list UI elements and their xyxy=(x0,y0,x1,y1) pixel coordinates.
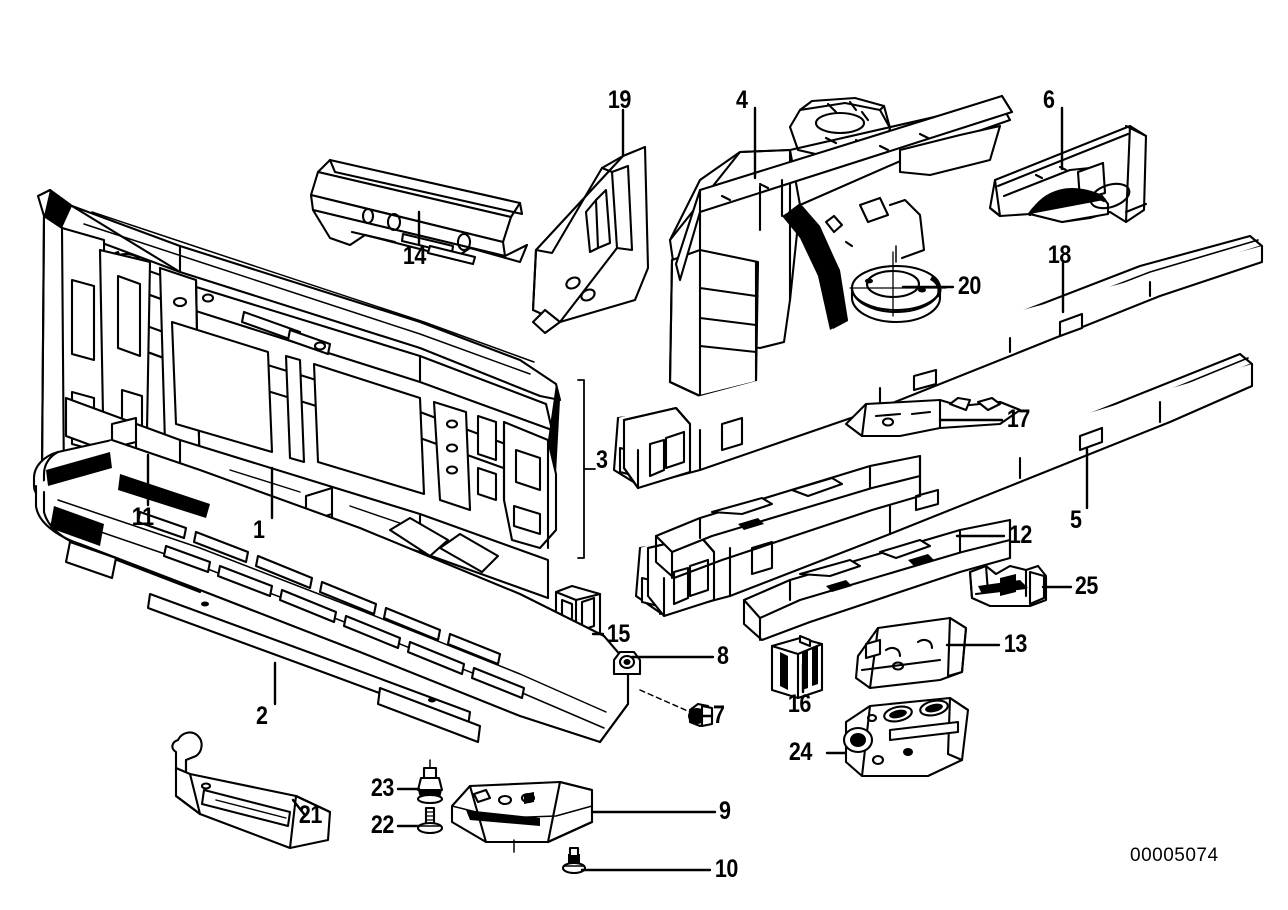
part-side-panel-bracket xyxy=(531,145,650,335)
callout-9: 9 xyxy=(718,797,731,825)
callout-24: 24 xyxy=(788,738,812,766)
part-front-panel-assembly xyxy=(36,188,562,600)
part-mounting-grommet xyxy=(612,650,642,676)
callout-10: 10 xyxy=(714,855,738,883)
callout-17: 17 xyxy=(1006,405,1030,433)
part-lower-valance-trim xyxy=(171,731,332,850)
callout-18: 18 xyxy=(1047,241,1071,269)
part-front-bumper-impact-bar xyxy=(32,438,630,744)
callout-20: 20 xyxy=(957,272,981,300)
callout-13: 13 xyxy=(1003,630,1027,658)
callout-19: 19 xyxy=(607,86,631,114)
callout-25: 25 xyxy=(1074,572,1098,600)
part-closing-plate-bracket xyxy=(854,616,968,690)
part-wheel-housing-strut-tower xyxy=(668,94,1014,398)
callout-6: 6 xyxy=(1042,86,1055,114)
callout-15: 15 xyxy=(606,620,630,648)
diagram-id-label: 00005074 xyxy=(1130,845,1219,866)
callout-21: 21 xyxy=(298,801,322,829)
callout-2: 2 xyxy=(255,702,268,730)
part-engine-mount-block xyxy=(842,696,970,778)
callout-5: 5 xyxy=(1069,506,1082,534)
part-washer-screw xyxy=(416,806,444,835)
callout-22: 22 xyxy=(370,811,394,839)
part-rubber-buffer-block xyxy=(770,634,824,700)
part-stud-bolt xyxy=(416,759,444,805)
callout-14: 14 xyxy=(402,242,426,270)
callout-16: 16 xyxy=(787,690,811,718)
callout-7: 7 xyxy=(712,701,725,729)
callout-12: 12 xyxy=(1008,521,1032,549)
part-reinforcement-plate xyxy=(844,396,1022,438)
part-expanding-rivet xyxy=(639,689,714,728)
callout-1: 1 xyxy=(252,516,265,544)
callout-11: 11 xyxy=(131,503,154,531)
part-strut-mount-ring xyxy=(849,245,947,324)
part-wheel-arch-reinforcement xyxy=(988,124,1148,224)
callout-3: 3 xyxy=(595,446,608,474)
part-engine-carrier-cross-member xyxy=(654,454,1012,642)
callout-3-bracket xyxy=(577,379,596,559)
part-hex-bolt xyxy=(561,846,587,875)
part-front-spoiler-bracket xyxy=(450,780,594,853)
part-support-clip-bracket xyxy=(968,564,1048,608)
part-rail-left-end-block xyxy=(622,406,692,490)
callout-8: 8 xyxy=(716,642,729,670)
callout-4: 4 xyxy=(735,86,748,114)
callout-23: 23 xyxy=(370,774,394,802)
